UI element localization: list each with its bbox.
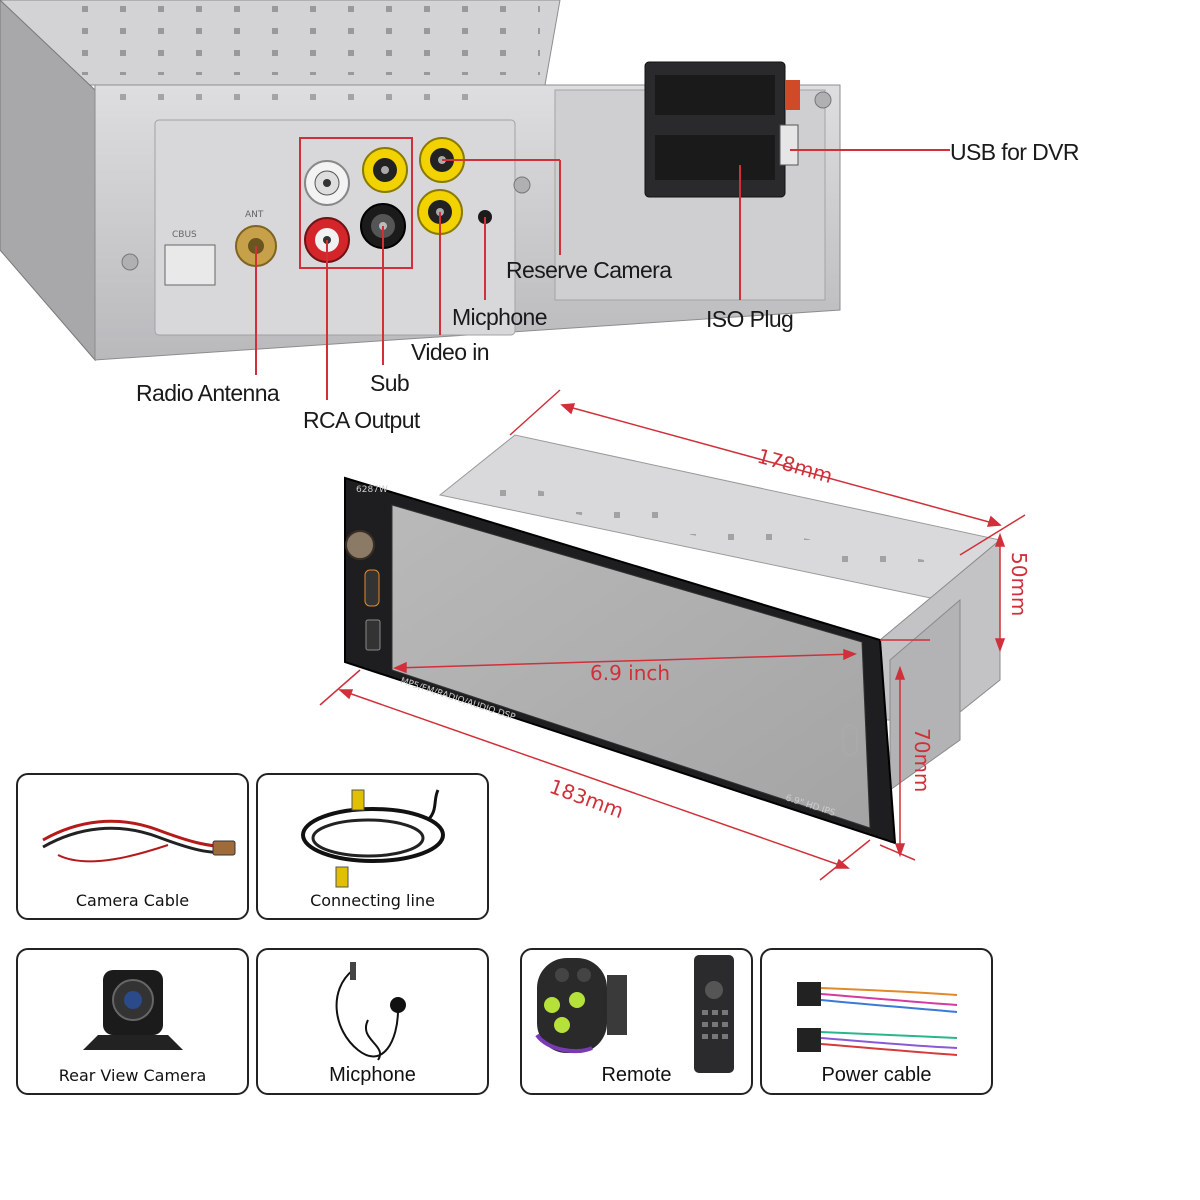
dim-6-9-inch: 6.9 inch: [590, 661, 670, 685]
callout-micphone: Micphone: [452, 304, 547, 330]
dimension-lines: [319, 389, 1026, 881]
rear-camera-icon: [83, 970, 183, 1050]
callout-iso-plug: ISO Plug: [706, 306, 793, 332]
camera-cable-icon: [42, 819, 236, 863]
accessory-card-remote: Remote: [520, 948, 753, 1095]
callout-rca-output: RCA Output: [303, 407, 421, 433]
callout-video-in: Video in: [411, 339, 489, 365]
accessory-card-rear-view-camera: Rear View Camera: [16, 948, 249, 1095]
accessory-card-micphone: Micphone: [256, 948, 489, 1095]
power-cable-icon: [797, 982, 958, 1056]
rca-jacks: [304, 137, 492, 263]
cbus-label: CBUS: [172, 230, 197, 240]
dim-50mm: 50mm: [1007, 552, 1031, 616]
microphone-icon: [335, 962, 406, 1061]
callout-lines: [255, 149, 950, 400]
back-panel-unit: CBUS ANT: [0, 0, 841, 362]
callout-usb-for-dvr: USB for DVR: [950, 139, 1079, 165]
accessory-label: Camera Cable: [75, 891, 190, 910]
accessory-card-camera-cable: Camera Cable: [16, 773, 249, 920]
accessory-label: Connecting line: [310, 891, 435, 910]
connecting-line-icon: [301, 789, 445, 888]
accessory-card-power-cable: Power cable: [760, 948, 993, 1095]
iso-plug-connector: [644, 61, 800, 198]
callout-reserve-camera: Reserve Camera: [506, 257, 672, 283]
remote-icon: [535, 955, 734, 1073]
callout-radio-antenna: Radio Antenna: [136, 380, 280, 406]
dim-183mm: 183mm: [546, 774, 627, 823]
accessory-label: Rear View Camera: [58, 1066, 207, 1085]
ant-label: ANT: [245, 210, 264, 220]
dim-70mm: 70mm: [910, 728, 934, 792]
callout-sub: Sub: [370, 370, 409, 396]
model-label: 6287W: [356, 485, 388, 495]
accessory-card-connecting-line: Connecting line: [256, 773, 489, 920]
accessory-label: Micphone: [329, 1064, 416, 1086]
accessory-label: Power cable: [821, 1064, 932, 1086]
accessory-label: Remote: [601, 1064, 672, 1086]
dim-178mm: 178mm: [755, 444, 836, 488]
